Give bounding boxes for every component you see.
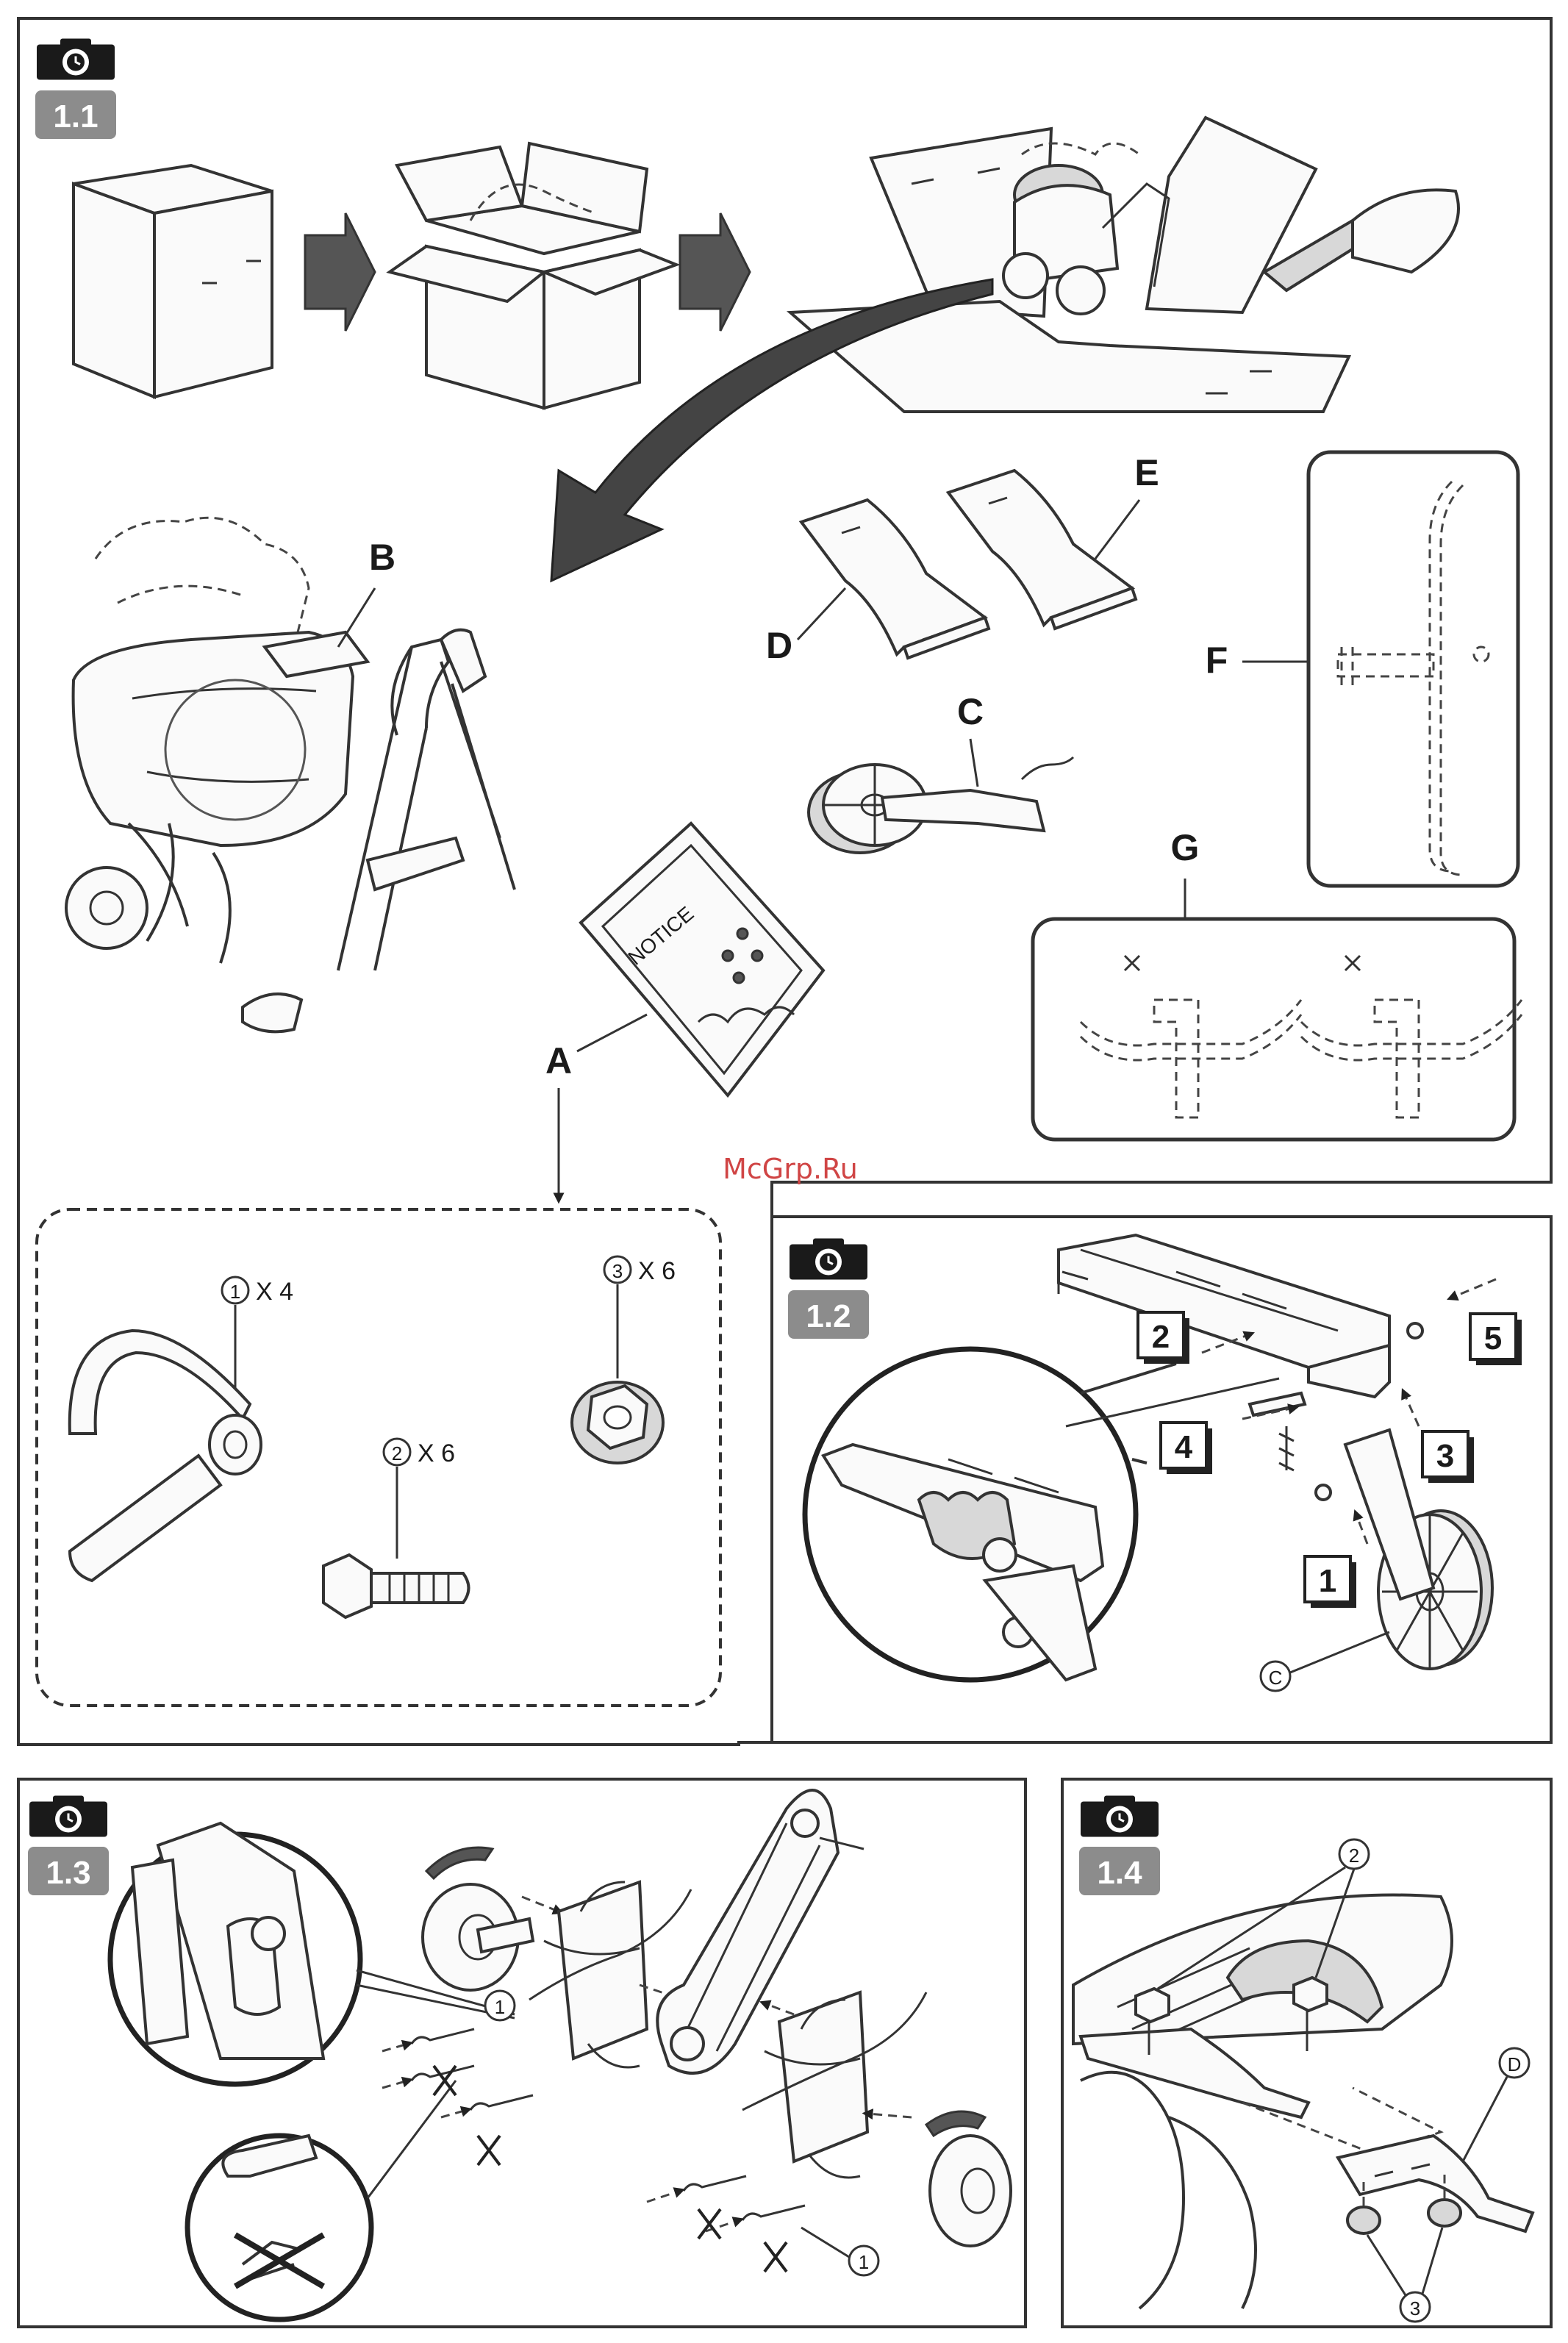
callout-1-upper: 1 [495,1996,505,2018]
label-f: F [1206,640,1228,681]
pin-number: 1 [230,1281,240,1303]
lynch-pin-1 [70,1331,261,1581]
pin-icon [412,2029,474,2044]
label-b: B [369,537,395,578]
leader-c [970,739,978,787]
callout-nuts: 3 [1410,2297,1420,2319]
pin-icon [470,2095,533,2110]
outer-disc-right [930,2136,1011,2246]
step-box-1: 1 [1305,1556,1356,1608]
panel-tag-1-3-label: 1.3 [46,1855,90,1891]
panel-tag-1-4-label: 1.4 [1097,1855,1142,1891]
camera-icon [37,39,115,80]
callout-1-lower: 1 [859,2251,869,2273]
hardware-bag-a: NOTICE [581,823,823,1095]
svg-text:4: 4 [1175,1429,1193,1465]
svg-text:2: 2 [1152,1319,1170,1355]
camera-icon [1081,1796,1159,1837]
part-f-box [1309,452,1518,886]
arrow-right-icon [680,213,750,331]
open-box [390,143,676,408]
label-g: G [1171,827,1200,868]
skid-e [948,471,1136,629]
tine-assembly-right [742,1992,926,2178]
pin-quantity: X 4 [256,1278,293,1306]
callout-c: C [1269,1667,1283,1689]
watermark-text: McGrp.Ru [723,1153,858,1185]
nut-icon [1428,2200,1461,2226]
bolt-quantity: X 6 [418,1439,455,1467]
closed-box [74,165,272,397]
svg-text:3: 3 [1436,1438,1454,1474]
motion-arrow-1 [1356,1514,1367,1544]
nut-number: 3 [612,1260,623,1282]
leader-a [577,1015,647,1051]
svg-text:5: 5 [1484,1320,1502,1356]
panel-1-3: 1.3 [18,1779,1025,2327]
label-d: D [766,625,792,666]
outer-disc-left [423,1884,533,1990]
unfolded-box [790,118,1458,412]
leader-c-wheel [1290,1632,1389,1673]
panel-1-2: 1.2 C [772,1217,1551,1742]
frame-rail [1059,1235,1389,1367]
callout-bolts: 2 [1349,1845,1359,1867]
callout-skid: D [1508,2053,1522,2075]
rotate-arrow-icon [426,1847,493,1878]
motion-arrow-5 [1452,1279,1496,1298]
leader-b [338,588,375,647]
label-c: C [957,691,984,732]
label-a: A [545,1040,572,1081]
bolt-number: 2 [392,1442,402,1464]
rotate-arrow-icon [926,2111,985,2136]
nut-icon [1347,2207,1380,2233]
bolt-icon [1136,1989,1169,2022]
depth-wheel-c [809,757,1073,853]
step-box-5: 5 [1470,1314,1522,1365]
pin-icon [684,2176,746,2191]
panel-tag-1-1-label: 1.1 [53,99,98,135]
step-box-3: 3 [1422,1431,1474,1483]
panel-tag-1-2-label: 1.2 [806,1298,851,1334]
camera-icon [790,1239,867,1280]
nut-quantity: X 6 [638,1257,676,1285]
arrow-right-icon [305,213,375,331]
detail-pointer-pin [368,2081,456,2198]
nut-icon [1408,1323,1422,1338]
leader-d [798,588,845,640]
skid-d [801,500,989,658]
hex-bolt-2 [323,1555,469,1617]
detail-pointer [1066,1378,1279,1426]
camera-icon [29,1796,107,1837]
flange-nut-3 [572,1382,663,1463]
panel-1-4: 1.4 2 D 3 [1062,1779,1551,2327]
cultivator-body [66,518,515,1031]
svg-text:1: 1 [1319,1563,1336,1599]
step-box-2: 2 [1138,1312,1189,1364]
tine-guard [1081,2072,1184,2308]
motion-arrow-3 [1404,1393,1419,1426]
label-e: E [1134,452,1159,493]
step-box-4: 4 [1161,1423,1212,1474]
pin-icon [742,2206,805,2220]
leader-e [1095,500,1139,559]
bolt-icon [1294,1978,1327,2011]
part-g-box [1033,919,1522,1140]
